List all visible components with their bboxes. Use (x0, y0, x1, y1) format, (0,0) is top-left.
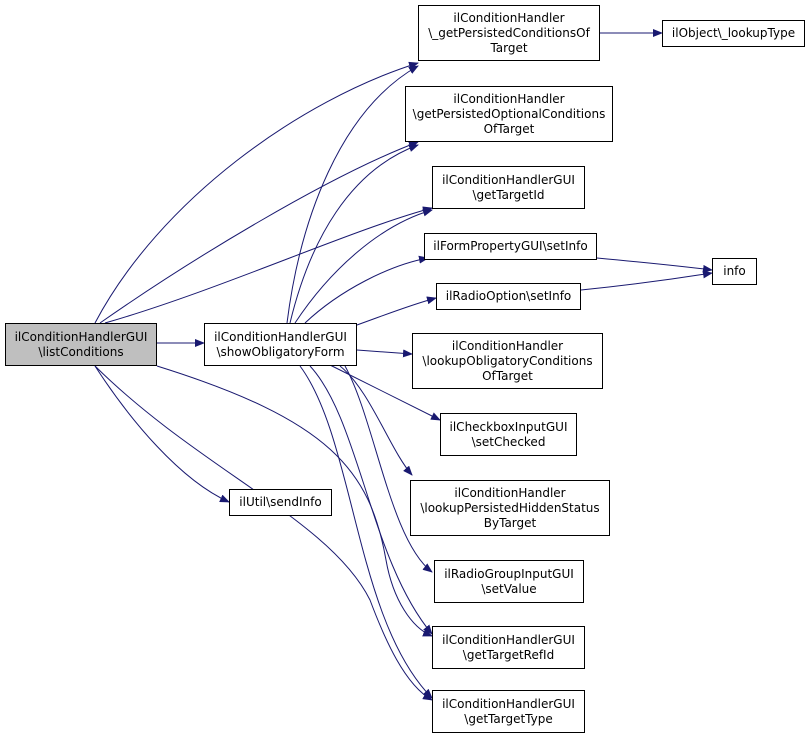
node-lookup-type[interactable]: ilObject\_lookupType (662, 20, 805, 47)
node-line: \showObligatoryForm (216, 344, 345, 359)
node-line: \getTargetId (472, 187, 545, 202)
node-line: \lookupObligatoryConditions (422, 353, 593, 368)
node-line: \setChecked (471, 434, 546, 449)
node-get-target-ref-id[interactable]: ilConditionHandlerGUI \getTargetRefId (432, 626, 585, 669)
edge-list-to-send-info (94, 365, 230, 503)
node-line: OfTarget (483, 121, 535, 136)
node-line: ilConditionHandler (451, 338, 564, 353)
edge-form-to-set-value (344, 365, 433, 573)
edge-list-to-get-persisted (94, 61, 419, 324)
node-get-persisted-optional[interactable]: ilConditionHandler \getPersistedOptional… (405, 86, 613, 142)
node-send-info[interactable]: ilUtil\sendInfo (229, 489, 332, 516)
node-line: \_getPersistedConditionsOf (428, 25, 590, 40)
node-line: ilConditionHandlerGUI (442, 632, 575, 647)
node-line: ilConditionHandler (453, 10, 565, 25)
edge-radio-set-info-to-info (580, 270, 713, 291)
node-radio-group-set-value[interactable]: ilRadioGroupInputGUI \setValue (434, 560, 584, 603)
node-line: ilCheckboxInputGUI (449, 419, 568, 434)
node-line: \listConditions (38, 344, 124, 359)
node-line: ByTarget (483, 515, 537, 530)
edge-form-to-form-set-info (304, 255, 429, 324)
node-line: ilUtil\sendInfo (239, 495, 322, 509)
edge-list-to-get-optional (99, 141, 419, 324)
edge-form-to-set-checked (329, 364, 441, 421)
node-line: \getPersistedOptionalConditions (412, 106, 606, 121)
node-line: ilConditionHandlerGUI (214, 329, 347, 344)
node-list-conditions: ilConditionHandlerGUI \listConditions (5, 323, 157, 366)
edge-list-to-get-target-id (104, 206, 433, 324)
node-show-obligatory-form[interactable]: ilConditionHandlerGUI \showObligatoryFor… (204, 323, 357, 366)
edge-form-to-lookup-hidden (339, 365, 413, 476)
node-line: OfTarget (482, 368, 533, 383)
node-form-property-set-info[interactable]: ilFormPropertyGUI\setInfo (424, 233, 597, 260)
node-line: ilRadioGroupInputGUI (444, 566, 574, 581)
node-line: \setValue (481, 581, 537, 596)
edge-form-set-info-to-info (596, 257, 713, 273)
node-get-persisted-conditions[interactable]: ilConditionHandler \_getPersistedConditi… (418, 5, 600, 61)
node-get-target-id[interactable]: ilConditionHandlerGUI \getTargetId (432, 166, 585, 209)
edge-form-to-lookup-obligatory (356, 349, 413, 358)
edge-form-to-get-ref-id (309, 365, 433, 635)
edge-form-to-get-persisted (286, 65, 419, 324)
node-line: ilConditionHandler (453, 91, 565, 106)
node-line: ilRadioOption\setInfo (445, 289, 572, 303)
node-info[interactable]: info (712, 258, 757, 285)
node-line: ilConditionHandlerGUI (14, 329, 148, 344)
node-get-target-type[interactable]: ilConditionHandlerGUI \getTargetType (432, 690, 585, 733)
node-line: ilFormPropertyGUI\setInfo (433, 239, 588, 253)
node-line: Target (490, 40, 528, 55)
node-line: ilConditionHandlerGUI (442, 172, 575, 187)
node-checkbox-set-checked[interactable]: ilCheckboxInputGUI \setChecked (440, 413, 577, 456)
node-line: ilConditionHandlerGUI (442, 696, 575, 711)
edge-form-to-get-type (299, 365, 433, 699)
node-line: info (723, 264, 746, 278)
node-line: \lookupPersistedHiddenStatus (420, 500, 600, 515)
edge-form-to-get-optional (289, 144, 419, 324)
edge-form-to-radio-set-info (356, 296, 437, 326)
node-lookup-persisted-hidden-status[interactable]: ilConditionHandler \lookupPersistedHidde… (410, 480, 610, 536)
node-radio-option-set-info[interactable]: ilRadioOption\setInfo (436, 283, 581, 310)
node-line: ilObject\_lookupType (671, 26, 796, 40)
edge-form-to-get-target-id (294, 208, 433, 324)
edge-list-to-get-type (94, 365, 433, 701)
node-lookup-obligatory-conditions[interactable]: ilConditionHandler \lookupObligatoryCond… (412, 333, 603, 389)
node-line: ilConditionHandler (454, 485, 566, 500)
node-line: \getTargetType (464, 711, 553, 726)
node-line: \getTargetRefId (462, 647, 555, 662)
